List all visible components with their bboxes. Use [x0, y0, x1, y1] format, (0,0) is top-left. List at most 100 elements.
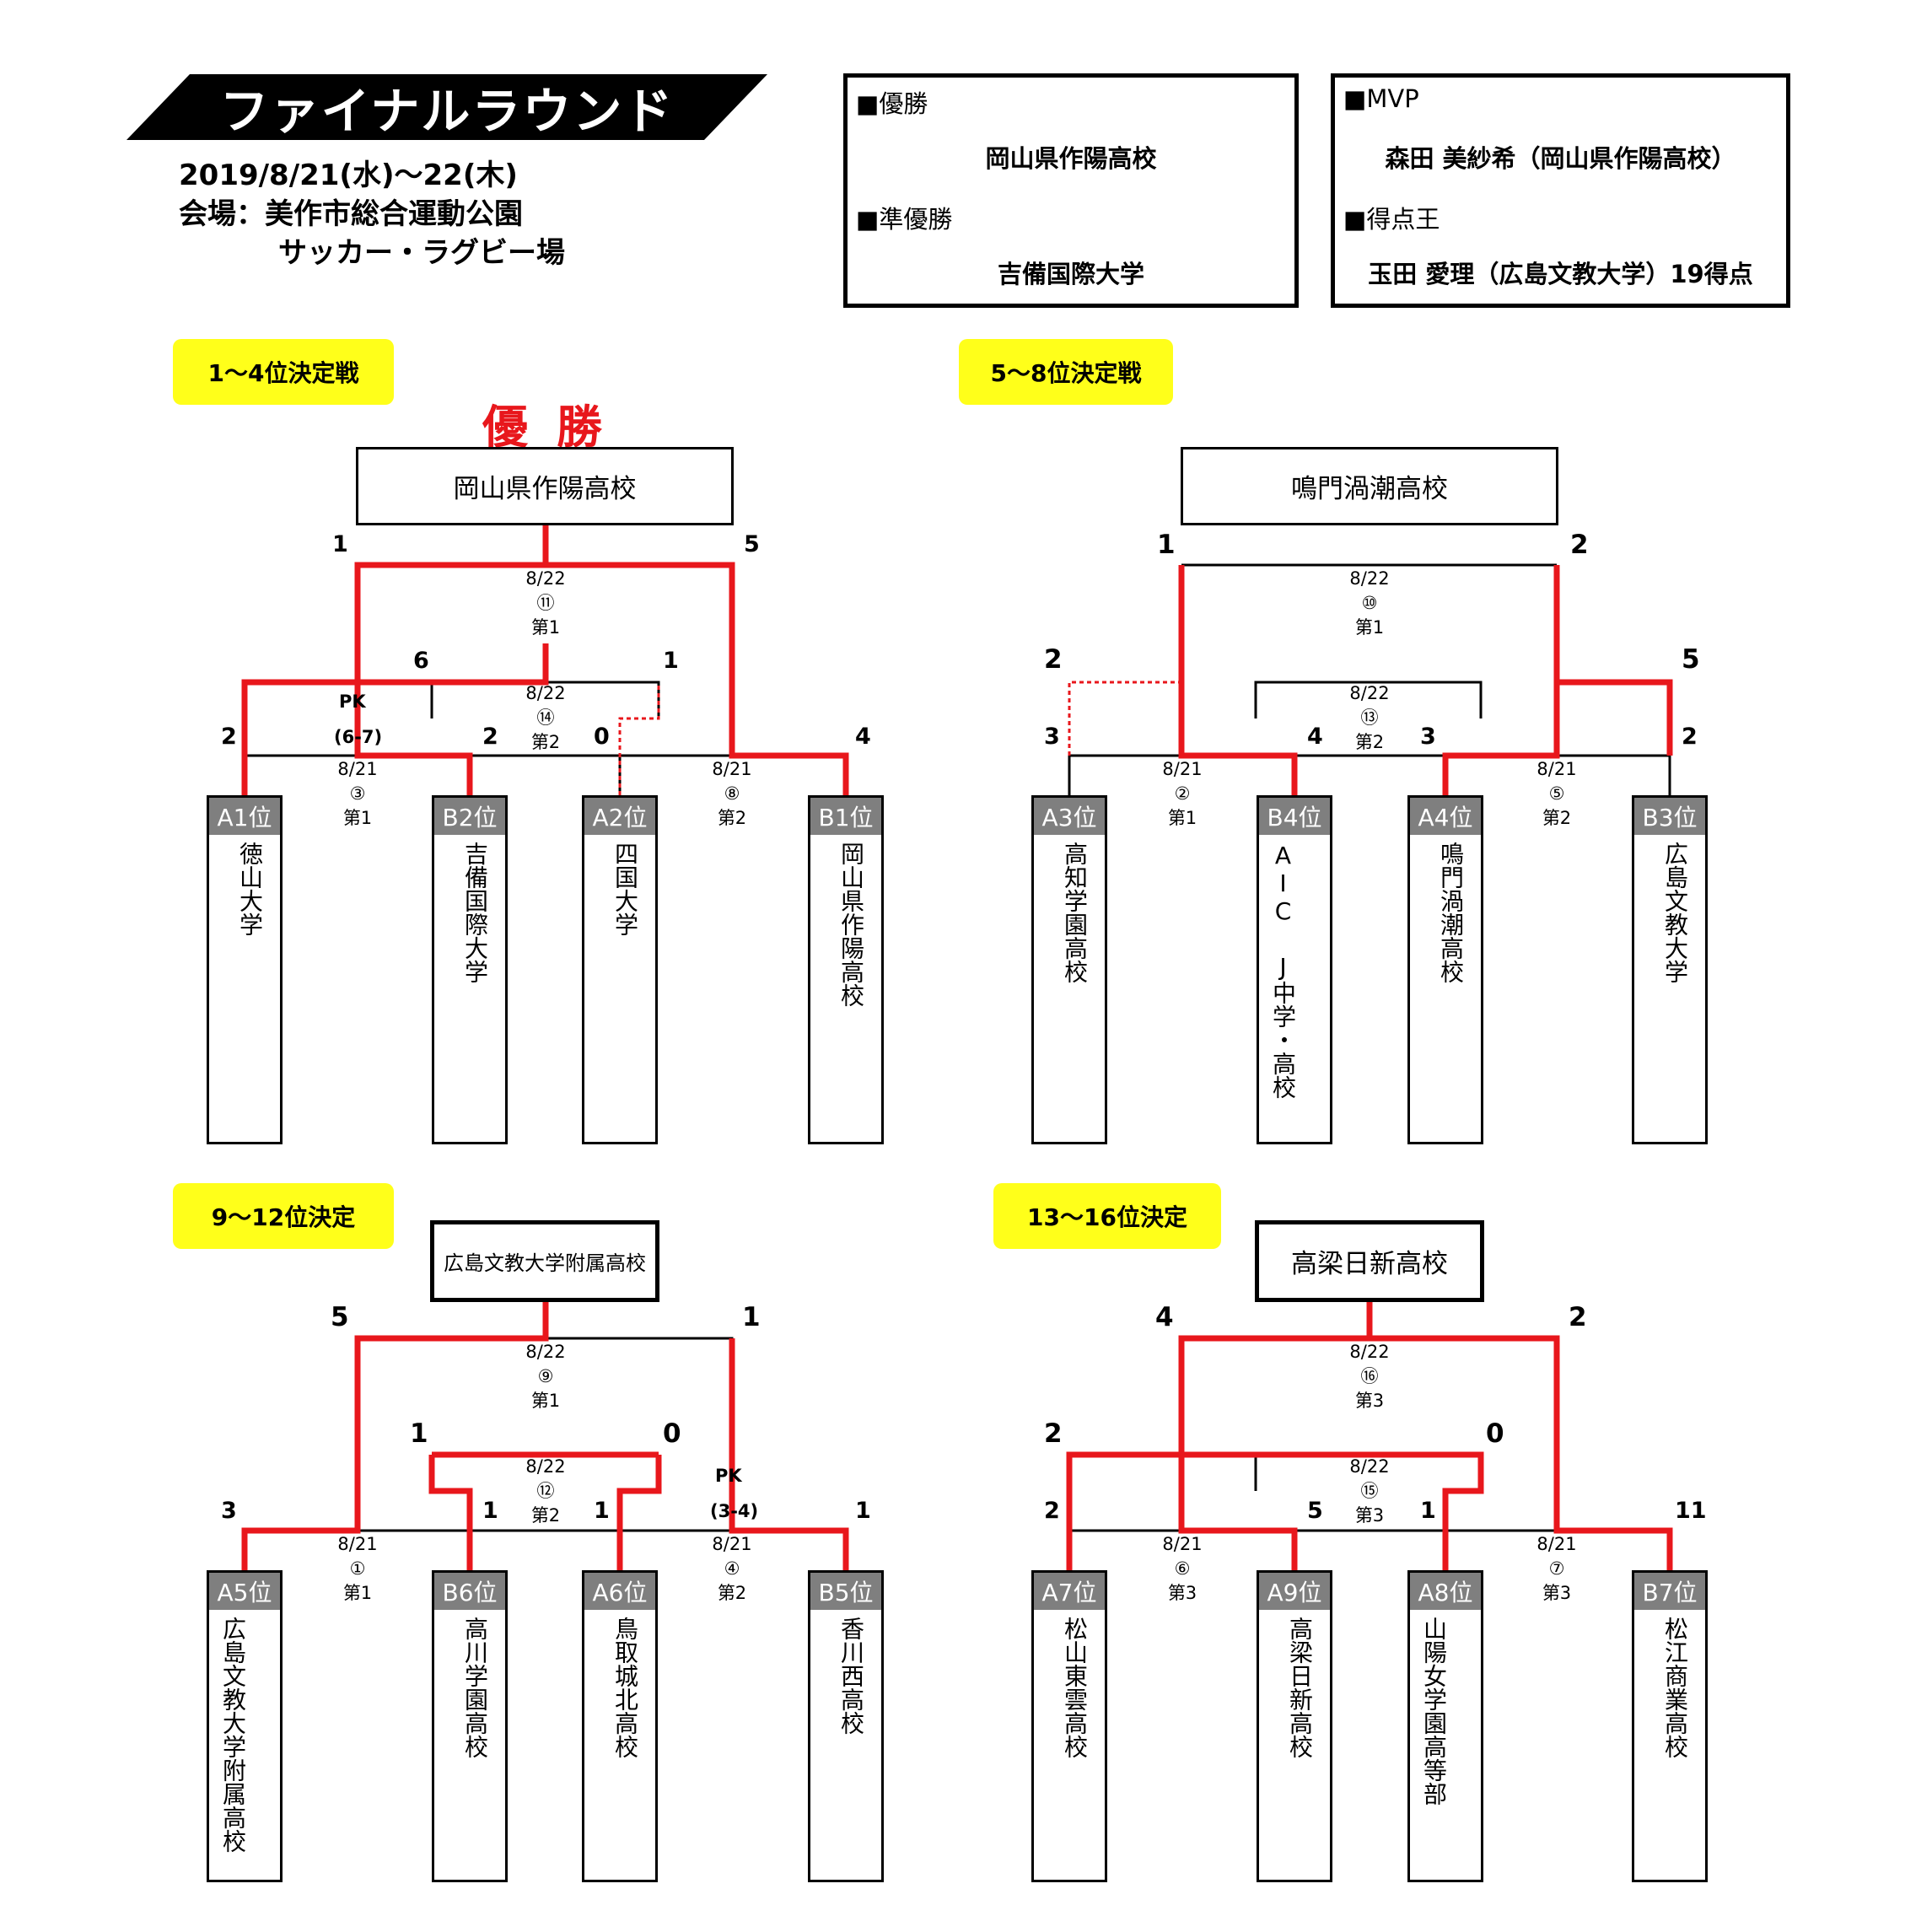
title-banner-shape — [126, 74, 767, 140]
match-field: 第2 — [530, 1505, 561, 1526]
top-scorer-label: ■得点王 — [1343, 205, 1440, 234]
match-number: ③ — [349, 783, 366, 804]
mvp-name: 森田 美紗希（岡山県作陽高校） — [1385, 144, 1736, 173]
match-score: 5 — [331, 1302, 349, 1332]
team-box: B2位 吉備国際大学 — [432, 795, 508, 1144]
seed-label: B4位 — [1259, 798, 1330, 835]
bracket-2-champion: 鳴門渦潮高校 — [1181, 447, 1558, 525]
match-number: ⑩ — [1361, 593, 1378, 613]
awards-box: ■MVP 森田 美紗希（岡山県作陽高校） ■得点王 玉田 愛理（広島文教大学）1… — [1331, 73, 1790, 308]
match-score: 2 — [1570, 530, 1589, 560]
match-field: 第3 — [1354, 1505, 1385, 1526]
event-dates: 2019/8/21(水)～22(木) — [179, 159, 518, 192]
venue-line-2: サッカー・ラグビー場 — [278, 236, 565, 270]
match-date: 8/21 — [337, 759, 378, 779]
match-field: 第1 — [342, 1583, 373, 1603]
match-date: 8/21 — [1162, 759, 1203, 779]
seed-label: A8位 — [1410, 1573, 1481, 1610]
match-date: 8/21 — [712, 759, 752, 779]
team-box: B1位 岡山県作陽高校 — [808, 795, 884, 1144]
venue-line-1: 会場：美作市総合運動公園 — [179, 197, 523, 231]
match-score: 2 — [1044, 1418, 1063, 1449]
match-score: 4 — [1155, 1302, 1174, 1332]
match-number: ⑯ — [1360, 1366, 1379, 1386]
match-info: 8/22 ⑪ 第1 — [495, 567, 596, 640]
champion-label: ■優勝 — [856, 89, 928, 118]
team-box: A6位 鳥取城北高校 — [582, 1570, 658, 1882]
team-box: A2位 四国大学 — [582, 795, 658, 1144]
runner-up-name: 吉備国際大学 — [997, 260, 1144, 288]
match-score: 4 — [1307, 724, 1323, 750]
seed-label: A6位 — [584, 1573, 655, 1610]
team-name: 高川学園高校 — [461, 1617, 489, 1758]
match-number: ⑥ — [1174, 1558, 1191, 1579]
match-date: 8/22 — [525, 1342, 566, 1362]
match-score: 2 — [1044, 644, 1063, 675]
runner-up-label: ■準優勝 — [856, 205, 953, 234]
match-score: 0 — [663, 1418, 681, 1449]
match-info: 8/21 ⑤ 第2 — [1506, 757, 1607, 831]
match-info: 8/21 ⑧ 第2 — [681, 757, 783, 831]
team-box: B5位 香川西高校 — [808, 1570, 884, 1882]
match-info: 8/21 ② 第1 — [1132, 757, 1233, 831]
seed-label: B6位 — [434, 1573, 505, 1610]
seed-label: B7位 — [1634, 1573, 1705, 1610]
team-name: 広島文教大学 — [1661, 842, 1689, 983]
match-number: ② — [1174, 783, 1191, 804]
match-info: 8/21 ① 第1 — [307, 1532, 408, 1606]
seed-label: A7位 — [1034, 1573, 1105, 1610]
match-number: ⑨ — [537, 1366, 554, 1386]
match-score: 5 — [1682, 644, 1700, 675]
match-info: 8/21 ④ 第2 — [681, 1532, 783, 1606]
match-field: 第1 — [1167, 808, 1197, 828]
match-score: 1 — [332, 531, 348, 557]
match-date: 8/21 — [1536, 1534, 1577, 1554]
match-score: 6 — [413, 648, 429, 674]
match-info: 8/22 ⑩ 第1 — [1319, 567, 1420, 640]
match-field: 第2 — [1542, 808, 1572, 828]
match-info: 8/22 ⑭ 第2 — [495, 681, 596, 755]
team-box: B7位 松江商業高校 — [1632, 1570, 1708, 1882]
match-date: 8/22 — [525, 683, 566, 703]
match-number: ⑧ — [724, 783, 740, 804]
winner-word: 優勝 — [482, 401, 631, 454]
title-banner: ファイナルラウンド — [126, 74, 767, 140]
match-date: 8/21 — [1536, 759, 1577, 779]
pk-score: (3-4) — [710, 1501, 759, 1521]
match-field: 第2 — [530, 732, 561, 752]
match-number: ⑪ — [536, 593, 555, 613]
section-label-13-16: 13～16位決定 — [993, 1183, 1221, 1249]
match-info: 8/22 ⑮ 第3 — [1319, 1455, 1420, 1528]
match-field: 第2 — [717, 808, 747, 828]
seed-label: A2位 — [584, 798, 655, 835]
champion-name: 岡山県作陽高校 — [985, 144, 1157, 173]
match-info: 8/22 ⑫ 第2 — [495, 1455, 596, 1528]
team-name: 岡山県作陽高校 — [837, 842, 865, 1007]
team-box: A8位 山陽女学園高等部 — [1407, 1570, 1483, 1882]
match-info: 8/21 ⑥ 第3 — [1132, 1532, 1233, 1606]
mvp-label: ■MVP — [1343, 84, 1419, 113]
section-label-5-8: 5～8位決定戦 — [959, 339, 1173, 405]
match-number: ⑬ — [1360, 708, 1379, 728]
match-score: 11 — [1675, 1498, 1707, 1524]
match-field: 第3 — [1167, 1583, 1197, 1603]
match-score: 2 — [1569, 1302, 1587, 1332]
team-name: 四国大学 — [611, 842, 639, 936]
match-field: 第3 — [1354, 1391, 1385, 1411]
team-name: AIC J中学・高校 — [1269, 842, 1297, 1099]
seed-label: A3位 — [1034, 798, 1105, 835]
match-info: 8/22 ⑯ 第3 — [1319, 1340, 1420, 1413]
team-box: A9位 高梁日新高校 — [1257, 1570, 1332, 1882]
team-box: A3位 高知学園高校 — [1031, 795, 1107, 1144]
seed-label: B3位 — [1634, 798, 1705, 835]
match-score: 3 — [221, 1498, 237, 1524]
team-box: A7位 松山東雲高校 — [1031, 1570, 1107, 1882]
team-box: A4位 鳴門渦潮高校 — [1407, 795, 1483, 1144]
match-score: 1 — [482, 1498, 498, 1524]
team-name: 高知学園高校 — [1061, 842, 1089, 983]
dashed-loser-lines — [618, 681, 1181, 795]
match-info: 8/22 ⑨ 第1 — [495, 1340, 596, 1413]
match-field: 第3 — [1542, 1583, 1572, 1603]
team-name: 徳山大学 — [236, 842, 264, 936]
match-date: 8/22 — [525, 568, 566, 589]
